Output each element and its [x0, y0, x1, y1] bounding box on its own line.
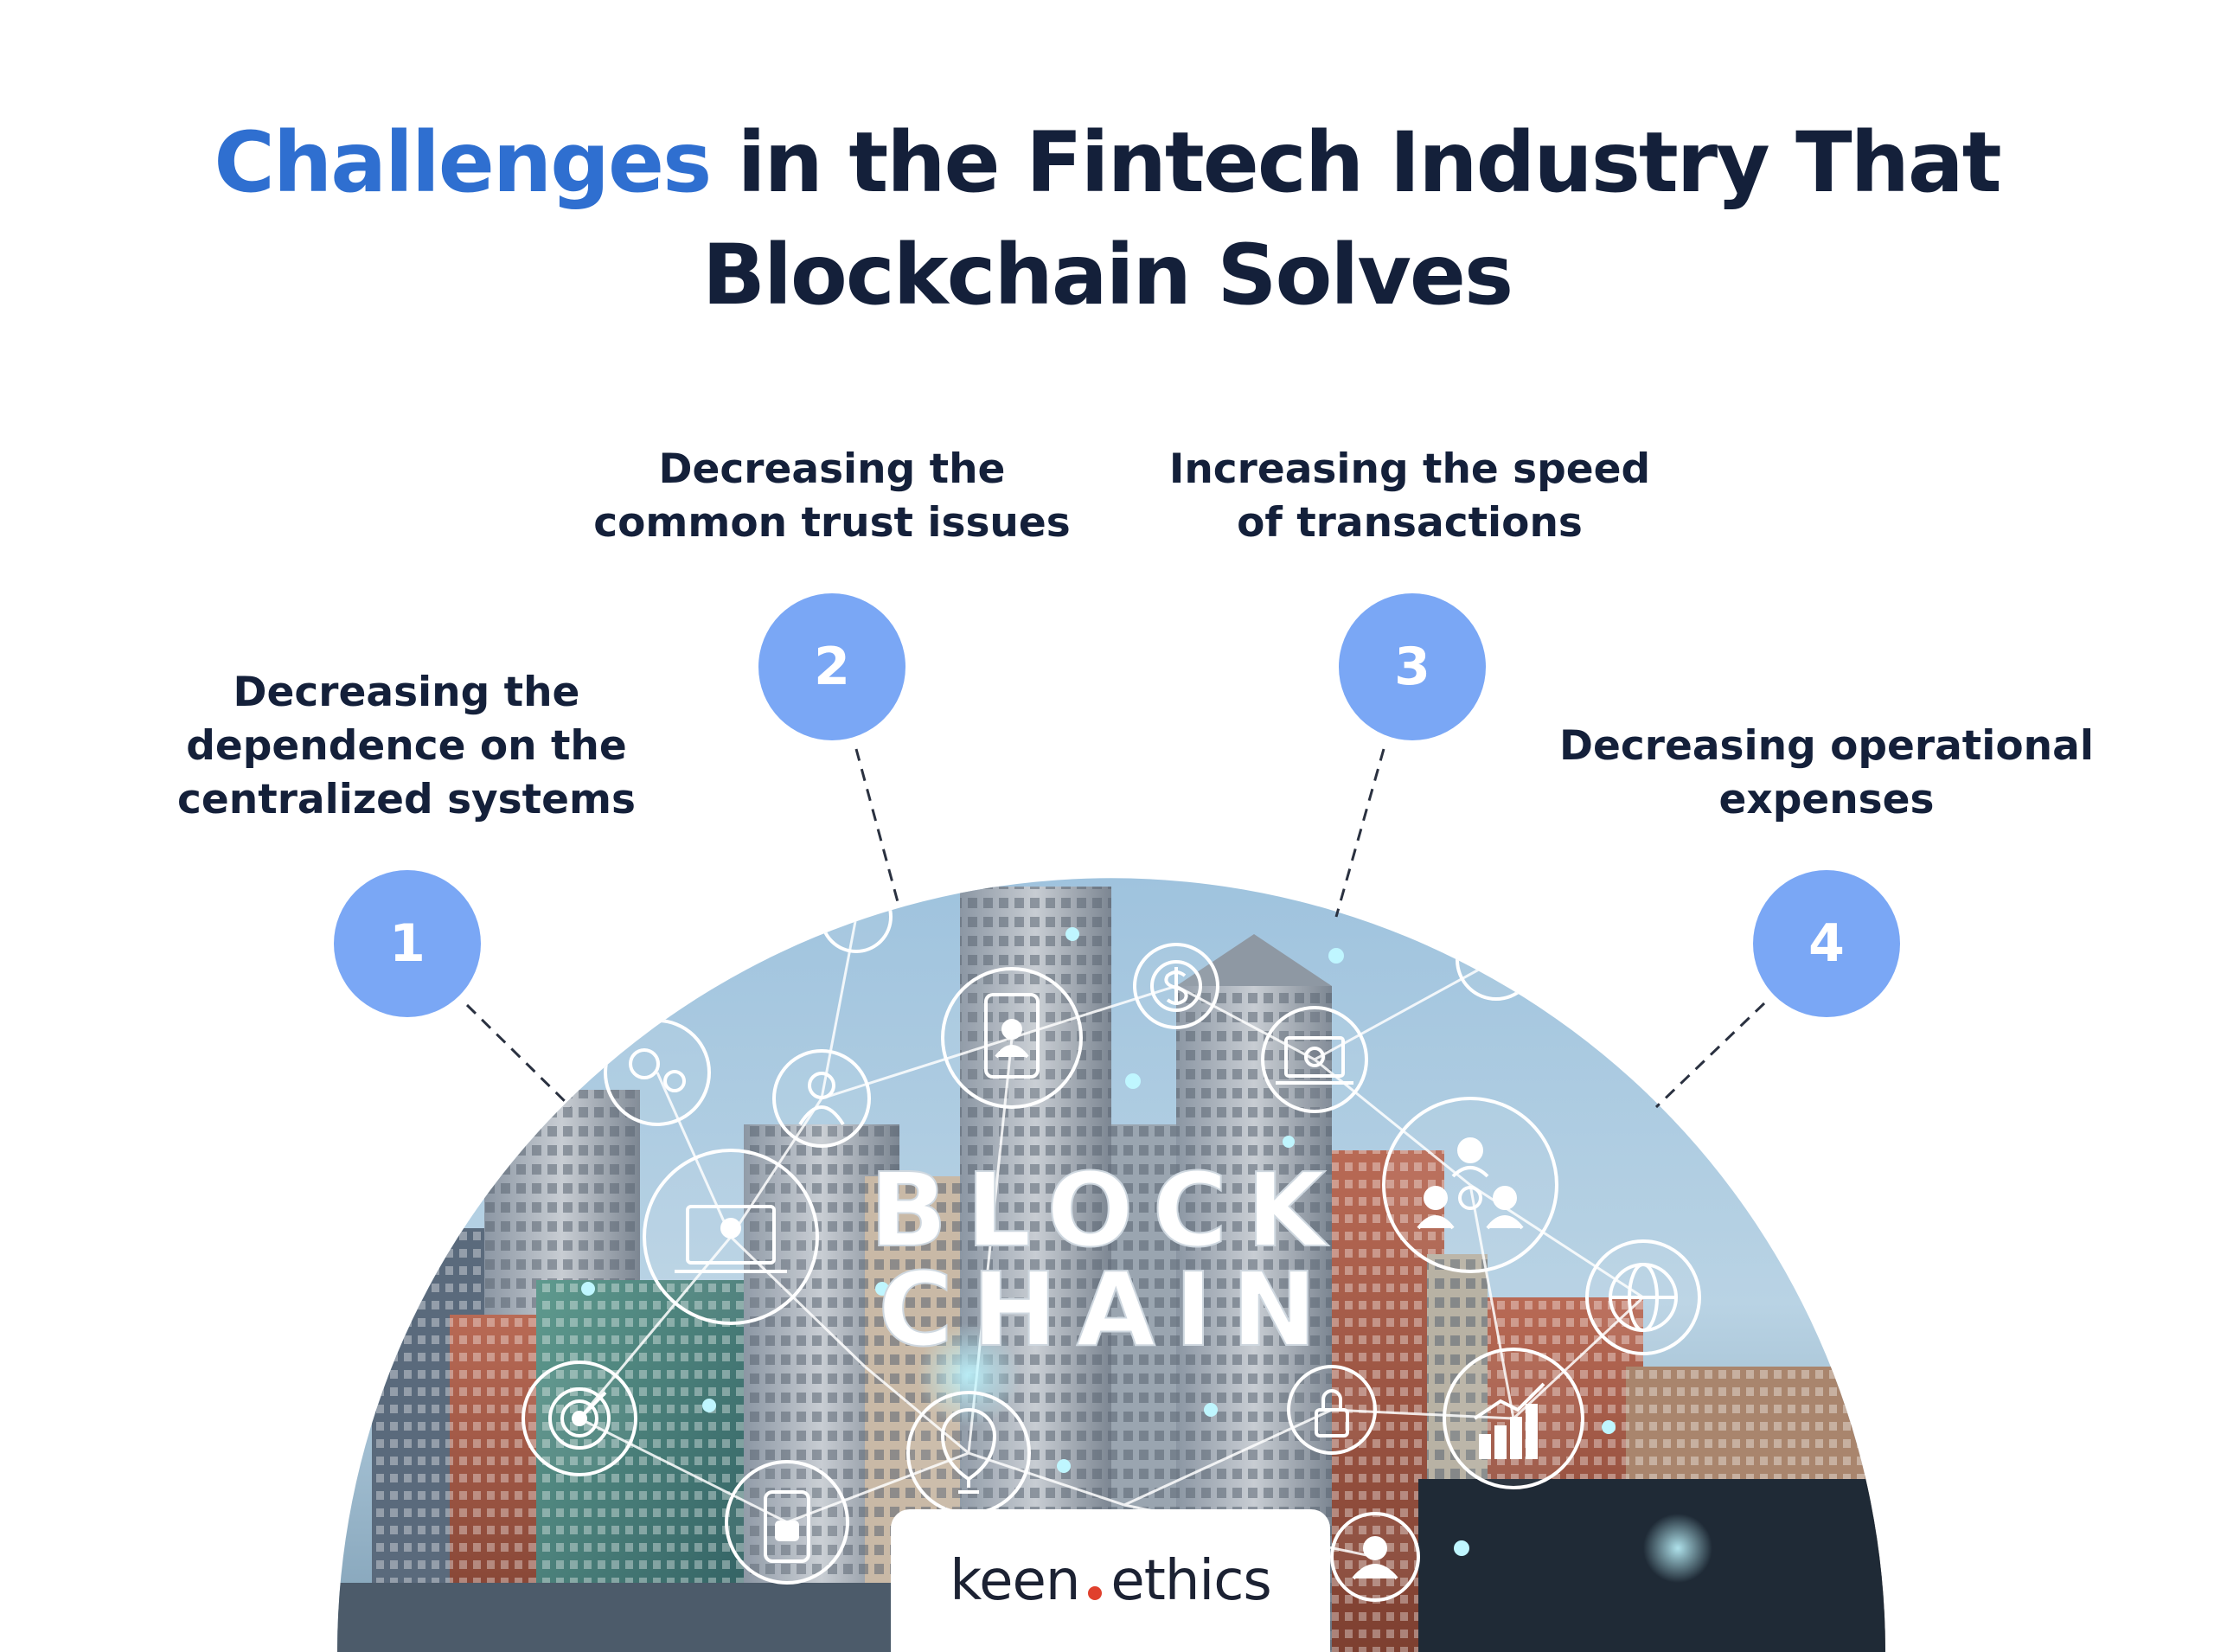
logo-text-ethics: ethics — [1110, 1548, 1271, 1613]
step-2-line-1: Decreasing the — [658, 445, 1006, 493]
step-3-line-2: of transactions — [1237, 499, 1583, 547]
title-line-2: Blockchain Solves — [701, 227, 1513, 323]
phone-user-icon — [984, 993, 1040, 1079]
lightbulb-icon — [940, 1408, 997, 1494]
logo-red-dot — [1088, 1585, 1103, 1600]
dollar-coin-icon — [1150, 960, 1202, 1012]
title-accent-word: Challenges — [214, 114, 712, 211]
laptop-gear-icon — [1276, 1036, 1353, 1085]
overlay-text-block: BLOCK — [869, 1150, 1344, 1270]
lock-icon — [1315, 1389, 1349, 1437]
step-2-label: Decreasing the common trust issues — [573, 443, 1091, 550]
step-4-line-2: expenses — [1718, 776, 1935, 823]
step-4-line-1: Decreasing operational — [1559, 722, 2094, 770]
step-4-label: Decreasing operational expenses — [1541, 720, 2112, 827]
step-1-label: Decreasing the dependence on the central… — [147, 666, 666, 827]
globe-icon — [1609, 1263, 1678, 1332]
connector-3 — [1334, 748, 1385, 918]
step-1-line-3: centralized systems — [177, 776, 636, 823]
title-line-1: Challenges in the Fintech Industry That — [0, 121, 2214, 204]
team-icon — [1417, 1137, 1524, 1230]
growth-chart-icon — [1473, 1382, 1545, 1459]
step-3-line-1: Increasing the speed — [1168, 445, 1651, 493]
connector-2 — [854, 748, 901, 909]
node-icons — [548, 960, 1678, 1580]
connector-4 — [1654, 1002, 1766, 1109]
user-icon — [798, 1072, 845, 1126]
keen-ethics-logo: keen ethics — [891, 1509, 1330, 1652]
connector-1 — [465, 1003, 573, 1109]
step-2-line-2: common trust issues — [593, 499, 1071, 547]
step-3-number-badge: 3 — [1339, 593, 1486, 740]
phone-lock-icon — [764, 1490, 810, 1563]
step-3-label: Increasing the speed of transactions — [1150, 443, 1669, 550]
target-icon — [548, 1387, 611, 1450]
step-4-number-badge: 4 — [1753, 870, 1900, 1017]
step-1-line-2: dependence on the — [186, 722, 627, 770]
dashed-connectors — [465, 748, 1766, 1109]
step-2-number-badge: 2 — [758, 593, 905, 740]
user-avatar-icon — [1352, 1536, 1398, 1580]
logo-text-keen: keen — [950, 1548, 1080, 1613]
overlay-text-chain: CHAIN — [878, 1250, 1335, 1369]
title-line-1-rest: in the Fintech Industry That — [710, 114, 2002, 211]
laptop-user-icon — [675, 1205, 787, 1273]
gears-icon — [629, 1048, 686, 1092]
step-1-number-badge: 1 — [334, 870, 481, 1017]
step-1-line-1: Decreasing the — [233, 669, 580, 716]
